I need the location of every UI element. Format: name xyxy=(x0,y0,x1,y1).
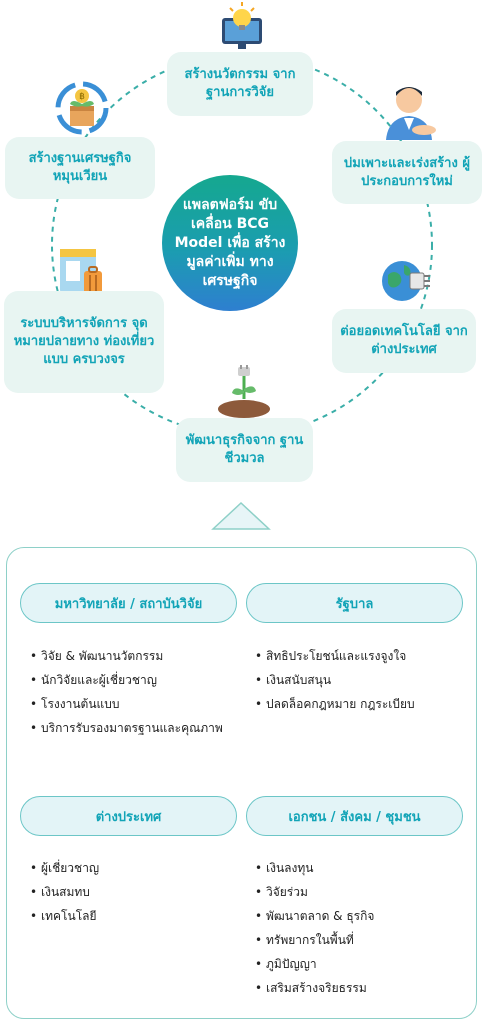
shop-luggage-icon xyxy=(60,249,102,295)
plant-plug-icon xyxy=(218,365,270,418)
list-item: สิทธิประโยชน์และแรงจูงใจ xyxy=(253,648,463,664)
list-item: บริการรับรองมาตรฐานและคุณภาพ xyxy=(28,720,228,736)
group-private-list: เงินลงทุน วิจัยร่วม พัฒนาตลาด & ธุรกิจ ท… xyxy=(253,860,463,1004)
group-government-list: สิทธิประโยชน์และแรงจูงใจ เงินสนับสนุน ปล… xyxy=(253,648,463,720)
list-item: ผู้เชี่ยวชาญ xyxy=(28,860,228,876)
node-entrepreneur: บ่มเพาะและเร่งสร้าง ผู้ประกอบการใหม่ xyxy=(332,141,482,204)
group-private-title: เอกชน / สังคม / ชุมชน xyxy=(246,796,463,836)
pointer-triangle xyxy=(211,501,271,530)
list-item: เงินลงทุน xyxy=(253,860,463,876)
lightbulb-monitor-icon xyxy=(222,2,262,49)
node-entrepreneur-label: บ่มเพาะและเร่งสร้าง ผู้ประกอบการใหม่ xyxy=(344,155,470,189)
node-innovation: สร้างนวัตกรรม จากฐานการวิจัย xyxy=(167,52,313,116)
group-government-title: รัฐบาล xyxy=(246,583,463,623)
group-university-list: วิจัย & พัฒนานวัตกรรม นักวิจัยและผู้เชี่… xyxy=(28,648,228,744)
list-item: ปลดล็อคกฎหมาย กฎระเบียบ xyxy=(253,696,463,712)
list-item: เทคโนโลยี xyxy=(28,908,228,924)
group-university-title: มหาวิทยาลัย / สถาบันวิจัย xyxy=(20,583,237,623)
list-item: เงินสมทบ xyxy=(28,884,228,900)
node-technology: ต่อยอดเทคโนโลยี จากต่างประเทศ xyxy=(332,309,476,373)
group-university-title-text: มหาวิทยาลัย / สถาบันวิจัย xyxy=(54,596,203,612)
list-item: พัฒนาตลาด & ธุรกิจ xyxy=(253,908,463,924)
list-item: เสริมสร้างจริยธรรม xyxy=(253,980,463,996)
node-tourism-label: ระบบบริหารจัดการ จุดหมายปลายทาง ท่องเที่… xyxy=(13,316,155,367)
group-foreign-title: ต่างประเทศ xyxy=(20,796,237,836)
center-platform-circle: แพลตฟอร์ม ขับเคลื่อน BCG Model เพื่อ สร้… xyxy=(162,175,298,311)
group-government-title-text: รัฐบาล xyxy=(335,596,374,612)
group-foreign-list: ผู้เชี่ยวชาญ เงินสมทบ เทคโนโลยี xyxy=(28,860,228,932)
list-item: ภูมิปัญญา xyxy=(253,956,463,972)
node-circular-label: สร้างฐานเศรษฐกิจ หมุนเวียน xyxy=(28,151,132,184)
node-technology-label: ต่อยอดเทคโนโลยี จากต่างประเทศ xyxy=(340,324,468,357)
node-tourism: ระบบบริหารจัดการ จุดหมายปลายทาง ท่องเที่… xyxy=(4,291,164,393)
center-text: แพลตฟอร์ม ขับเคลื่อน BCG Model เพื่อ สร้… xyxy=(174,196,286,289)
node-innovation-label: สร้างนวัตกรรม จากฐานการวิจัย xyxy=(184,67,296,100)
list-item: นักวิจัยและผู้เชี่ยวชาญ xyxy=(28,672,228,688)
node-bio-label: พัฒนาธุรกิจจาก ฐานชีวมวล xyxy=(185,433,304,466)
list-item: เงินสนับสนุน xyxy=(253,672,463,688)
globe-chip-icon xyxy=(382,261,430,301)
group-foreign-title-text: ต่างประเทศ xyxy=(95,809,162,825)
list-item: วิจัย & พัฒนานวัตกรรม xyxy=(28,648,228,664)
recycle-box-icon: ฿ xyxy=(55,81,109,135)
list-item: วิจัยร่วม xyxy=(253,884,463,900)
stakeholder-panel xyxy=(6,547,477,1019)
node-bio: พัฒนาธุรกิจจาก ฐานชีวมวล xyxy=(176,418,313,482)
businessman-icon xyxy=(386,87,436,140)
svg-text:฿: ฿ xyxy=(79,92,85,102)
group-private-title-text: เอกชน / สังคม / ชุมชน xyxy=(288,809,421,825)
node-circular: สร้างฐานเศรษฐกิจ หมุนเวียน xyxy=(5,137,155,199)
list-item: ทรัพยากรในพื้นที่ xyxy=(253,932,463,948)
list-item: โรงงานต้นแบบ xyxy=(28,696,228,712)
